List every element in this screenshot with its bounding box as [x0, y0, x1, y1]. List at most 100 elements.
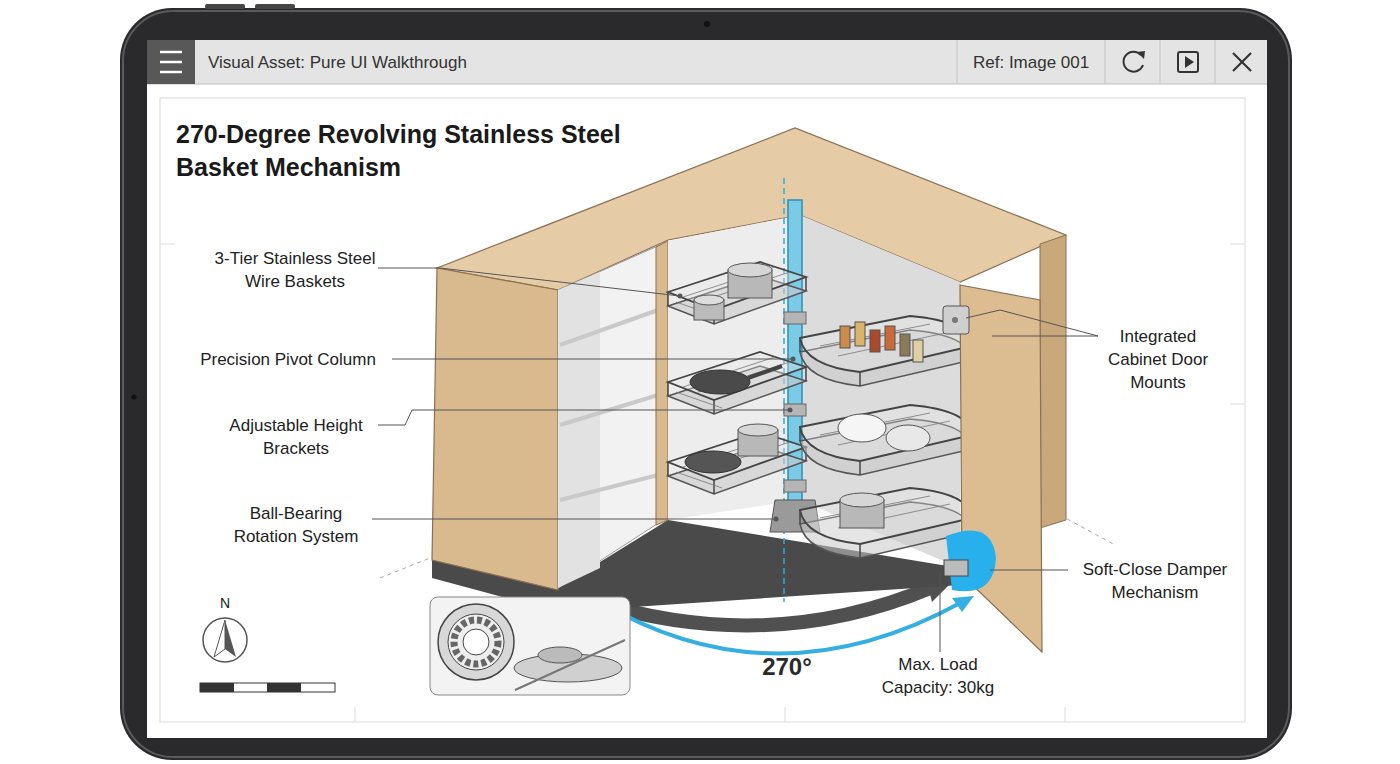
- menu-button: [147, 40, 195, 84]
- grid-mark: [1230, 244, 1245, 245]
- bearing-race: [448, 614, 504, 670]
- compass-needle: [225, 620, 236, 657]
- bearing-rail: [515, 640, 625, 690]
- leader-line: [392, 359, 793, 360]
- divider-panel: [656, 241, 668, 525]
- bearing-ball-ring: [454, 620, 498, 664]
- wire-basket: [668, 432, 806, 494]
- leader-line: [990, 570, 1068, 571]
- toolbar-divider: [1215, 40, 1216, 84]
- close-icon: [1233, 53, 1251, 71]
- height-bracket: [784, 312, 806, 324]
- part-label: Ball-Bearing Rotation System: [220, 502, 372, 548]
- bearing-outer: [438, 604, 514, 680]
- reference-id: Ref: Image 001: [973, 51, 1089, 74]
- spice-jar: [870, 330, 880, 352]
- load-label: Max. Load Capacity: 30kg: [870, 653, 1006, 699]
- spice-jar: [913, 340, 923, 362]
- diagram-title: 270-Degree Revolving Stainless Steel Bas…: [176, 118, 646, 184]
- frying-pan: [685, 451, 741, 473]
- pan-handle: [748, 366, 782, 378]
- leader-line: [966, 310, 1098, 336]
- cabinet-door: [960, 285, 1042, 652]
- part-label: Integrated Cabinet Door Mounts: [1098, 325, 1218, 394]
- left-end-panel: [432, 268, 558, 590]
- height-bracket: [784, 480, 806, 492]
- grid-mark: [1230, 404, 1245, 405]
- rotation-arrowhead: [952, 596, 974, 612]
- content-frame: [160, 98, 1245, 722]
- tablet-frame: [120, 8, 1292, 760]
- wire-basket: [800, 405, 972, 475]
- angle-label: 270°: [742, 652, 832, 682]
- sensor: [132, 395, 137, 400]
- spice-jar: [855, 322, 865, 346]
- door-hinge: [943, 306, 969, 334]
- shelf: [560, 475, 658, 500]
- leader-dot: [678, 294, 683, 299]
- play-triangle: [1185, 56, 1194, 68]
- scale-bar-segment: [200, 683, 234, 692]
- leader-line: [940, 572, 941, 652]
- spice-jar: [840, 326, 850, 348]
- part-label: 3-Tier Stainless Steel Wire Baskets: [211, 247, 379, 293]
- hinge-screw: [952, 317, 958, 323]
- projection-line: [380, 556, 435, 578]
- pot-rim: [840, 493, 884, 507]
- shelf: [560, 310, 658, 345]
- compass: [203, 618, 247, 662]
- pot-rim: [694, 295, 724, 305]
- spice-jar: [900, 334, 910, 356]
- leader-line: [378, 410, 790, 425]
- damper-unit: [944, 560, 968, 576]
- bowl: [838, 414, 886, 442]
- rotation-arc: [600, 602, 962, 654]
- bearing-inset: [430, 597, 630, 695]
- pot-rim: [728, 263, 772, 277]
- menu-icon-line: [160, 61, 182, 64]
- wire-basket: [668, 262, 806, 324]
- toolbar-divider: [1105, 40, 1106, 84]
- grid-mark: [785, 707, 786, 722]
- leader-dot: [774, 517, 779, 522]
- grid-mark: [160, 244, 175, 245]
- leader-line: [372, 519, 776, 520]
- projection-line: [1060, 515, 1115, 545]
- spice-jar: [885, 326, 895, 350]
- compass-needle: [214, 620, 225, 657]
- toolbar-title: Visual Asset: Pure UI Walkthrough: [208, 51, 467, 74]
- part-label: Precision Pivot Column: [181, 348, 396, 371]
- camera: [704, 21, 710, 27]
- bearing-hub: [538, 647, 582, 663]
- play-icon: [1178, 52, 1198, 72]
- frying-pan: [690, 370, 750, 394]
- toolbar-divider: [957, 40, 958, 84]
- bearing-inner: [463, 629, 489, 655]
- pot-rim: [738, 424, 778, 436]
- refresh-arrowhead: [1137, 51, 1145, 59]
- part-label: Adjustable Height Brackets: [214, 414, 379, 460]
- wire-basket: [668, 352, 806, 414]
- menu-icon-line: [160, 71, 182, 74]
- scale-bar-segment: [267, 683, 301, 692]
- bowl: [886, 425, 930, 451]
- rotation-axis: [783, 178, 785, 602]
- right-end-panel: [1040, 235, 1066, 528]
- side-button: [255, 4, 295, 9]
- compartment-side: [558, 272, 600, 588]
- leader-dot: [791, 357, 796, 362]
- part-label: Soft-Close Damper Mechanism: [1066, 558, 1244, 604]
- close-icon: [1233, 53, 1251, 71]
- leader-line: [992, 336, 1098, 337]
- toolbar: [147, 40, 1267, 84]
- cabinet-top: [437, 128, 1066, 290]
- grid-mark: [355, 707, 356, 722]
- toolbar-divider: [1160, 40, 1161, 84]
- toolbar-border: [147, 84, 1267, 85]
- menu-icon-line: [160, 51, 182, 54]
- leader-dot: [788, 408, 793, 413]
- wire-basket: [800, 488, 972, 558]
